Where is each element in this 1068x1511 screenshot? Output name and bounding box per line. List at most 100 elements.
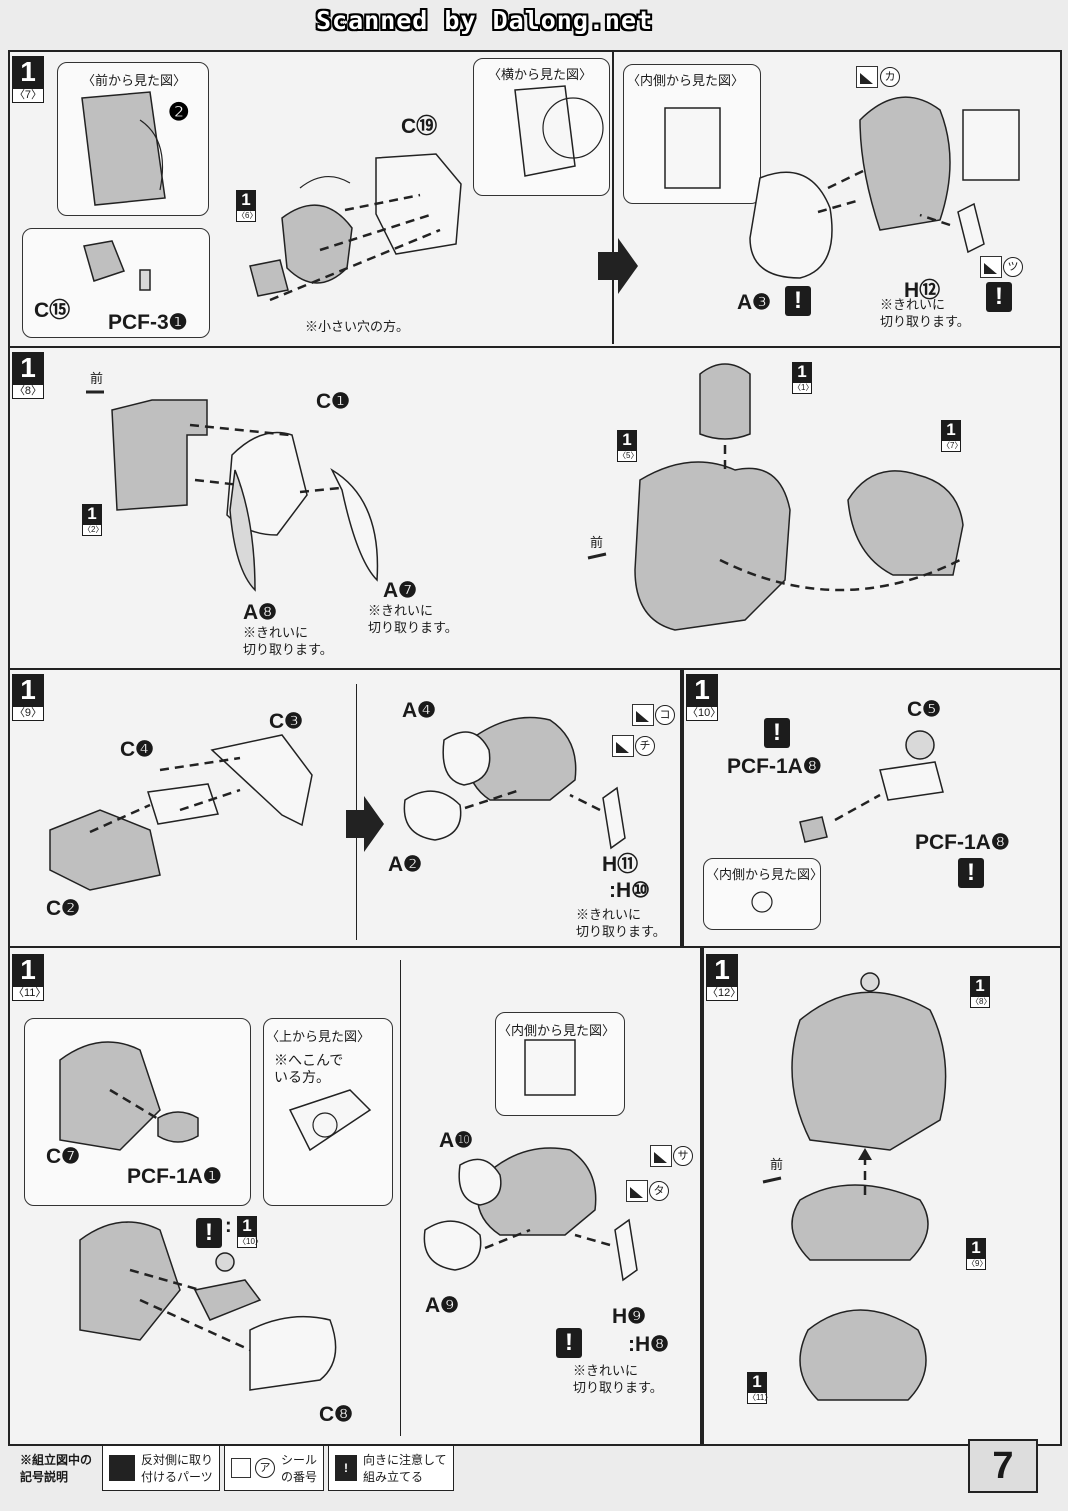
sticker-icon — [856, 66, 878, 88]
sticker-icon — [650, 1145, 672, 1167]
note-small-hole: ※小さい穴の方。 — [305, 319, 410, 334]
note-cut-h8: ※きれいに 切り取ります。 — [573, 1363, 663, 1395]
step-badge-9: 1〈9〉 — [12, 674, 44, 721]
step-badge-11: 1〈11〉 — [12, 954, 47, 1001]
sticker-icon — [980, 256, 1002, 278]
shoulder-a10-part — [476, 1147, 597, 1236]
sticker-icon — [632, 704, 654, 726]
label-c15: C⑮ — [34, 299, 71, 322]
h11-part — [602, 786, 626, 850]
label-c5: C❺ — [907, 698, 941, 721]
symbol-legend: ※組立図中の 記号説明 反対側に取り 付けるパーツ ア シール の番号 ! 向き… — [14, 1443, 458, 1493]
head-part — [859, 96, 951, 231]
c2-part — [49, 809, 161, 891]
pcf-1a-1-part — [157, 1111, 199, 1143]
note-dent: ※へこんで いる方。 — [274, 1052, 344, 1085]
part-a — [281, 204, 353, 284]
h12-part — [957, 202, 985, 254]
c-frame-part — [111, 399, 208, 511]
caution-icon: ! — [556, 1328, 582, 1358]
mini-step-1: 1〈1〉 — [792, 362, 814, 394]
c19-front-part — [81, 91, 166, 206]
legend-reverse: 反対側に取り 付けるパーツ — [102, 1445, 221, 1491]
label-a9: A❾ — [425, 1294, 459, 1317]
legend-title: ※組立図中の 記号説明 — [20, 1453, 93, 1484]
pcf-1a-part — [799, 816, 828, 843]
sticker-number-chi: チ — [635, 736, 655, 756]
c7-assembled-part — [79, 1221, 181, 1341]
note-cut-a7: ※きれいに 切り取ります。 — [368, 603, 458, 635]
sticker-number-ta: タ — [649, 1181, 669, 1201]
c4-part — [147, 783, 219, 825]
mini-step-5: 1〈5〉 — [617, 430, 639, 462]
page-number: 7 — [968, 1439, 1038, 1493]
label-a3: A❸ — [737, 291, 771, 314]
inner-view-title: 〈内側から見た図〉 — [706, 867, 824, 882]
front-label: 前 — [90, 371, 104, 386]
front-view-title: 〈前から見た図〉 — [82, 73, 187, 88]
sticker-number-tsu: ツ — [1003, 257, 1023, 277]
caution-icon: ! — [958, 858, 984, 888]
label-h9: H❾ — [612, 1305, 646, 1328]
scan-credit: Scanned by Dalong.net — [316, 6, 654, 35]
sticker-number-ko: コ — [655, 705, 675, 725]
waist-part — [791, 1184, 929, 1261]
note-cut-h12: ※きれいに 切り取ります。 — [880, 297, 970, 329]
a10-part — [458, 1158, 502, 1206]
top-view-title: 〈上から見た図〉 — [266, 1029, 371, 1044]
joint-part — [193, 1279, 262, 1321]
legend-sticker: ア シール の番号 — [224, 1445, 325, 1491]
upper-torso-part — [791, 991, 947, 1151]
a4-part — [442, 731, 491, 786]
caution-icon: ! — [764, 718, 790, 748]
inner-view-title: 〈内側から見た図〉 — [627, 73, 745, 88]
mini-step-11: 1〈11〉 — [747, 1372, 773, 1404]
step-badge-12: 1〈12〉 — [706, 954, 742, 1001]
hip-part — [799, 1309, 927, 1401]
c3-part — [210, 734, 313, 827]
mini-step-8: 1〈8〉 — [970, 976, 992, 1008]
inner-view-title: 〈内側から見た図〉 — [498, 1023, 616, 1038]
h9-part — [614, 1218, 638, 1282]
label-c7: C❼ — [46, 1145, 80, 1168]
front-label: 前 — [770, 1157, 784, 1172]
step-badge-10: 1〈10〉 — [686, 674, 722, 721]
caution-icon: ! — [986, 282, 1012, 312]
label-a4: A❹ — [402, 699, 436, 722]
mini-step-10: 1〈10〉 — [237, 1216, 263, 1248]
label-h8: :H❽ — [628, 1333, 669, 1356]
mini-step-9: 1〈9〉 — [966, 1238, 988, 1270]
label-a7: A❼ — [383, 579, 417, 602]
note-cut-h10: ※きれいに 切り取ります。 — [576, 907, 666, 939]
label-pcf-1a: PCF-1A❶ — [127, 1165, 222, 1188]
sticker-number-sa: サ — [673, 1146, 693, 1166]
label-a2: A❷ — [388, 853, 422, 876]
label-c2: C❷ — [46, 897, 80, 920]
label-a8: A❽ — [243, 601, 277, 624]
inner-view-box — [703, 858, 821, 930]
label-h10: :H⑩ — [609, 879, 650, 902]
sticker-icon — [612, 735, 634, 757]
a9-part — [423, 1220, 482, 1271]
label-pcf-1a-right: PCF-1A❽ — [915, 831, 1010, 854]
top-view-part — [288, 1089, 372, 1152]
label-h11: H⑪ — [602, 853, 639, 876]
neck-part — [699, 363, 751, 440]
label-c1: C❶ — [316, 390, 350, 413]
caution-icon: ! — [785, 286, 811, 316]
step-badge-7: 1〈7〉 — [12, 56, 44, 103]
detail-box-c15 — [22, 228, 210, 338]
note-cut-a8: ※きれいに 切り取ります。 — [243, 625, 333, 657]
step-badge-8: 1〈8〉 — [12, 352, 44, 399]
c8-part — [249, 1315, 337, 1391]
label-c3: C❸ — [269, 710, 303, 733]
label-a10: A❿ — [439, 1129, 473, 1152]
c7-part — [59, 1041, 161, 1151]
a2-part — [403, 790, 462, 841]
a8-part — [229, 469, 256, 592]
label-c4: C❹ — [120, 738, 154, 761]
label-c8: C❽ — [319, 1403, 353, 1426]
c19-part — [375, 153, 462, 255]
torso-part — [634, 461, 791, 631]
